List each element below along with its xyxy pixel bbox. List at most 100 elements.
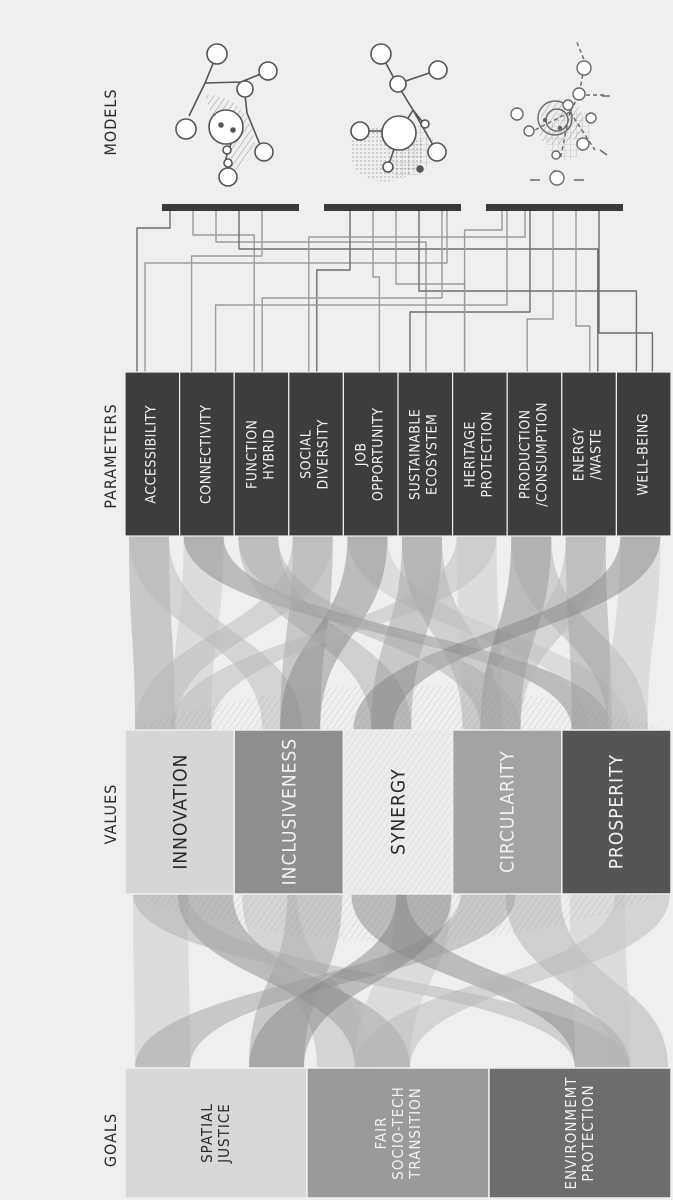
section-label-values: VALUES — [100, 783, 120, 845]
parameter-label: ENERGY/WASTE — [562, 372, 617, 536]
connector-line — [261, 211, 443, 372]
connector-line — [192, 211, 255, 372]
flow-parameter-value — [347, 536, 630, 730]
parameter-label-line: /CONSUMPTION — [534, 401, 551, 507]
parameter-box — [179, 371, 235, 537]
parameter-label-line: ACCESSIBILITY — [143, 404, 160, 504]
flow-parameter-value — [280, 536, 388, 730]
parameter-label: CONNECTIVITY — [180, 372, 235, 536]
connector-line — [598, 211, 654, 372]
connector-line — [144, 211, 448, 372]
value-label: PROSPERITY — [562, 730, 671, 894]
section-label-models: MODELS — [100, 88, 120, 156]
flow-parameter-value — [183, 536, 612, 730]
parameter-label-line: HYBRID — [261, 428, 278, 480]
parameter-label-line: ECOSYSTEM — [425, 413, 442, 495]
connector-line — [409, 211, 531, 372]
flow-parameter-value — [565, 536, 612, 730]
flow-parameter-value — [371, 536, 442, 730]
value-box — [233, 729, 345, 895]
flow-parameter-value — [238, 536, 412, 730]
flow-ribbons — [125, 536, 670, 1068]
goal-label-line: ENVIRONMEMT — [562, 1076, 580, 1190]
goal-label-line: JUSTICE — [215, 1103, 233, 1163]
flow-parameter-value — [135, 536, 333, 730]
value-box — [124, 729, 235, 895]
goal-label-line: FAIR — [371, 1116, 390, 1150]
parameter-box — [561, 371, 617, 537]
connector-line — [215, 211, 427, 372]
value-label-line: PROSPERITY — [605, 754, 628, 870]
flow-parameter-value — [129, 536, 175, 730]
value-label-line: INNOVATION — [168, 753, 191, 871]
parameter-label-line: SOCIAL — [299, 429, 316, 479]
connector-line — [316, 211, 351, 372]
hatch-arc-top — [125, 685, 668, 730]
parameter-label-line: PRODUCTION — [517, 409, 534, 499]
goal-label-line: SOCIO-TECH — [388, 1086, 407, 1180]
parameter-label-line: ENERGY — [572, 427, 589, 481]
flow-value-goal — [569, 894, 630, 1068]
boxes — [124, 371, 672, 1199]
parameter-label: ACCESSIBILITY — [125, 372, 180, 536]
goal-label-line: PROTECTION — [579, 1084, 597, 1182]
parameter-label-line: FUNCTION — [244, 419, 261, 489]
parameter-label-line: JOB — [353, 442, 370, 466]
flow-parameter-value — [129, 536, 303, 730]
hatch-arc-bottom — [125, 894, 668, 942]
goal-label-line: TRANSITION — [405, 1087, 424, 1179]
model-network-icon-1 — [175, 43, 278, 187]
value-label: INCLUSIVENESS — [234, 730, 343, 894]
value-box — [451, 729, 563, 895]
flow-parameter-value — [280, 536, 333, 730]
connector-line — [418, 211, 638, 372]
value-label-line: CIRCULARITY — [496, 750, 519, 874]
goal-box — [488, 1067, 672, 1199]
value-box — [561, 729, 672, 895]
parameter-label-line: OPPORTUNITY — [370, 407, 387, 501]
flow-parameter-value — [353, 536, 661, 730]
connector-line — [372, 211, 381, 372]
flow-value-goal — [505, 894, 668, 1068]
parameter-label-line: WELL-BEING — [635, 412, 652, 496]
parameter-label-line: HERITAGE — [462, 420, 479, 488]
flow-value-goal — [242, 894, 372, 1068]
flow-parameter-value — [511, 536, 648, 730]
parameter-label: PRODUCTION/CONSUMPTION — [507, 372, 562, 536]
section-label-goals: GOALS — [100, 1112, 120, 1168]
connector-line — [463, 211, 503, 372]
flow-value-goal — [133, 894, 630, 1068]
flow-value-goal — [135, 894, 516, 1068]
flow-value-goal — [355, 894, 670, 1068]
value-label-line: SYNERGY — [387, 768, 409, 856]
parameter-label-line: /WASTE — [589, 428, 606, 480]
goal-label-line: SPATIAL — [198, 1103, 216, 1163]
model-bar-3 — [486, 204, 623, 211]
flow-value-goal — [178, 894, 410, 1068]
goal-box — [124, 1067, 308, 1199]
value-box-hatch — [343, 730, 453, 894]
flow-parameter-value — [456, 536, 503, 730]
model-network-icon-2 — [350, 43, 448, 182]
parameter-box — [506, 371, 563, 537]
value-label: CIRCULARITY — [453, 730, 562, 894]
flow-parameter-value — [238, 536, 521, 730]
connector-line — [526, 211, 554, 372]
parameter-label-line: PROTECTION — [479, 410, 496, 498]
flow-parameter-value — [402, 536, 503, 730]
model-bar-1 — [162, 204, 299, 211]
connector-line — [136, 211, 171, 372]
flow-parameter-value — [480, 536, 552, 730]
parameter-label-line: SUSTAINABLE — [408, 408, 425, 500]
parameter-label-line: DIVERSITY — [316, 418, 333, 490]
flow-parameter-value — [171, 536, 497, 730]
model-bar-2 — [324, 204, 461, 211]
